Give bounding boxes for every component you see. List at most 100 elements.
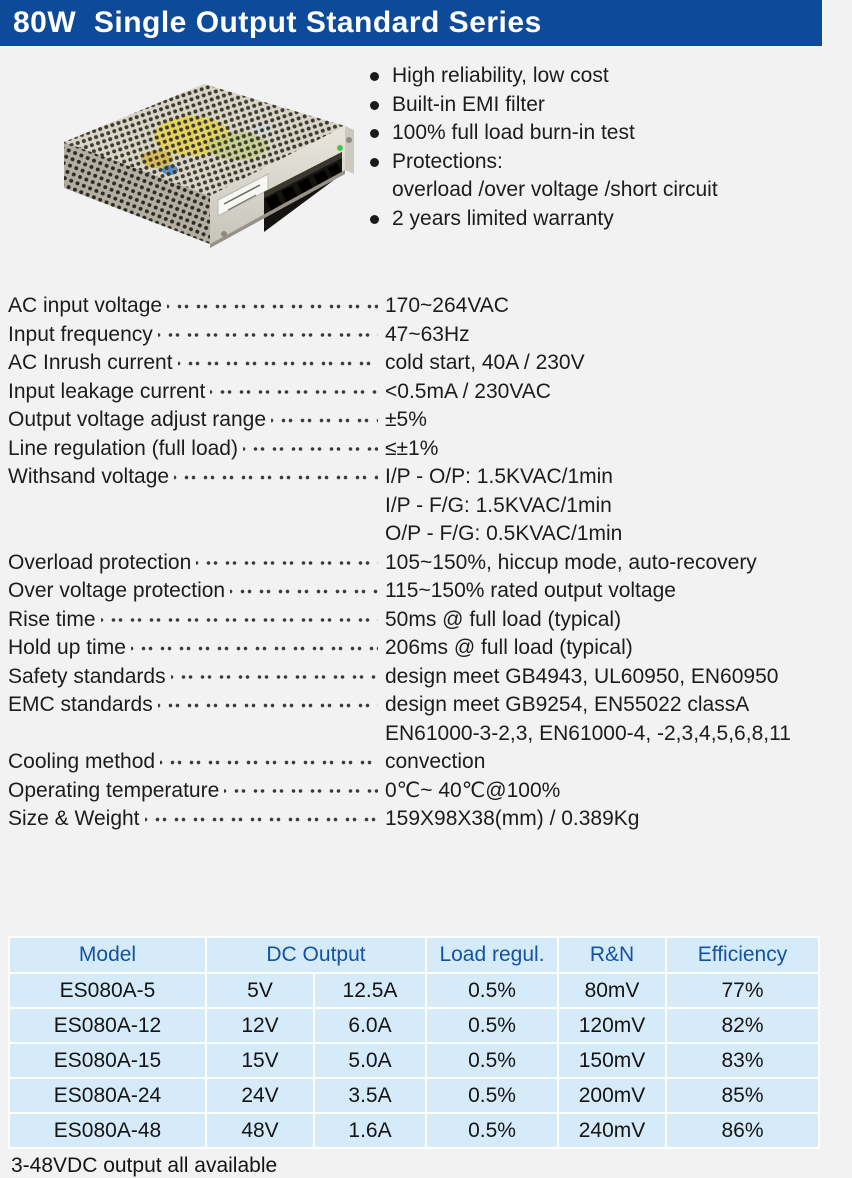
spec-value: convection	[385, 750, 486, 773]
spec-label: Withsand voltage	[8, 465, 170, 488]
product-photo	[52, 74, 357, 254]
spec-row: AC input voltage 170~264VAC	[8, 292, 844, 321]
bullet-icon	[368, 91, 392, 120]
spec-row: Withsand voltage I/P - O/P: 1.5KVAC/1min…	[8, 463, 844, 549]
spec-value: <0.5mA / 230VAC	[385, 379, 551, 403]
dotted-leader	[174, 463, 378, 492]
spec-value: 50ms @ full load (typical)	[385, 607, 622, 631]
spec-row: Over voltage protection 115~150% rated o…	[8, 577, 844, 606]
page-title: 80W Single Output Standard Series	[13, 6, 542, 39]
cell-efficiency: 86%	[665, 1112, 820, 1149]
cell-voltage: 15V	[205, 1042, 315, 1079]
cell-model: ES080A-15	[8, 1042, 207, 1079]
feature-text: Built-in EMI filter	[392, 92, 545, 116]
spec-row: Input frequency 47~63Hz	[8, 320, 844, 349]
cell-model: ES080A-24	[8, 1077, 207, 1114]
cell-load-regul: 0.5%	[425, 1042, 559, 1079]
dotted-leader	[167, 292, 378, 321]
feature-item: High reliability, low cost	[368, 62, 838, 91]
col-header-model: Model	[8, 936, 207, 974]
spec-label: Input frequency	[8, 322, 153, 346]
cell-efficiency: 85%	[665, 1077, 820, 1114]
spec-row: Input leakage current <0.5mA / 230VAC	[8, 377, 844, 406]
spec-label: Over voltage protection	[8, 579, 226, 602]
dotted-leader	[157, 691, 378, 720]
spec-label: Safety standards	[8, 664, 166, 688]
cell-voltage: 48V	[205, 1112, 315, 1149]
cell-rn: 150mV	[557, 1042, 667, 1079]
spec-label: Operating temperature	[8, 778, 220, 802]
feature-list: High reliability, low cost Built-in EMI …	[368, 62, 838, 233]
cell-rn: 240mV	[557, 1112, 667, 1149]
table-row: ES080A-48 48V 1.6A 0.5% 240mV 86%	[8, 1112, 820, 1149]
dotted-leader	[242, 434, 378, 463]
dotted-leader	[170, 662, 378, 691]
spec-row: AC Inrush current cold start, 40A / 230V	[8, 349, 844, 378]
spec-row: Operating temperature 0℃~ 40℃@100%	[8, 776, 844, 805]
spec-label: Overload protection	[8, 550, 192, 574]
cell-voltage: 12V	[205, 1007, 315, 1044]
page-header: 80W Single Output Standard Series	[0, 0, 822, 46]
bullet-icon	[368, 205, 392, 234]
cell-voltage: 5V	[205, 972, 315, 1009]
led-indicator-icon	[337, 145, 343, 151]
dotted-leader	[130, 634, 378, 663]
spec-row: Line regulation (full load) ≤±1%	[8, 434, 844, 463]
spec-row: Output voltage adjust range ±5%	[8, 406, 844, 435]
dotted-leader	[160, 748, 378, 777]
spec-label: Cooling method	[8, 750, 156, 773]
spec-row: Rise time 50ms @ full load (typical)	[8, 605, 844, 634]
table-header-row: Model DC Output Load regul. R&N Efficien…	[8, 936, 820, 974]
model-table-section: Model DC Output Load regul. R&N Efficien…	[8, 936, 820, 1178]
dotted-leader	[230, 577, 378, 606]
col-header-dc-output: DC Output	[205, 936, 427, 974]
dotted-leader	[177, 349, 378, 378]
cell-load-regul: 0.5%	[425, 1077, 559, 1114]
dotted-leader	[224, 776, 378, 805]
spec-label: Input leakage current	[8, 379, 206, 403]
spec-value: design meet GB9254, EN55022 classA	[385, 693, 750, 716]
feature-text: High reliability, low cost	[392, 64, 609, 87]
spec-value: EN61000-3-2,3, EN61000-4, -2,3,4,5,6,8,1…	[385, 721, 791, 745]
spec-label: AC input voltage	[8, 294, 163, 317]
bullet-icon	[368, 119, 392, 148]
cell-efficiency: 77%	[665, 972, 820, 1009]
cell-current: 12.5A	[313, 972, 427, 1009]
cell-model: ES080A-12	[8, 1007, 207, 1044]
dotted-leader	[157, 320, 378, 349]
cell-rn: 200mV	[557, 1077, 667, 1114]
feature-text: 100% full load burn-in test	[392, 121, 635, 144]
cell-load-regul: 0.5%	[425, 1007, 559, 1044]
spec-list: AC input voltage 170~264VAC Input freque…	[8, 292, 844, 834]
spec-value: 115~150% rated output voltage	[385, 579, 676, 602]
spec-value: O/P - F/G: 0.5KVAC/1min	[385, 522, 623, 545]
spec-value: cold start, 40A / 230V	[385, 351, 585, 374]
cell-current: 1.6A	[313, 1112, 427, 1149]
bullet-icon	[368, 148, 392, 177]
bullet-icon	[368, 62, 392, 91]
feature-subtext: overload /over voltage /short circuit	[392, 178, 718, 201]
dotted-leader	[196, 548, 378, 577]
spec-row: Overload protection 105~150%, hiccup mod…	[8, 548, 844, 577]
cell-voltage: 24V	[205, 1077, 315, 1114]
spec-label: Line regulation (full load)	[8, 436, 238, 460]
cell-current: 5.0A	[313, 1042, 427, 1079]
spec-value: 170~264VAC	[385, 294, 509, 317]
feature-text: 2 years limited warranty	[392, 206, 614, 230]
col-header-load-regul: Load regul.	[425, 936, 559, 974]
cell-model: ES080A-5	[8, 972, 207, 1009]
cell-rn: 80mV	[557, 972, 667, 1009]
feature-item: 2 years limited warranty	[368, 205, 838, 234]
dotted-leader	[210, 377, 378, 406]
feature-subitem: overload /over voltage /short circuit	[368, 176, 838, 205]
table-row: ES080A-12 12V 6.0A 0.5% 120mV 82%	[8, 1007, 820, 1044]
dotted-leader	[271, 406, 378, 435]
feature-item: Built-in EMI filter	[368, 91, 838, 120]
cell-load-regul: 0.5%	[425, 972, 559, 1009]
spec-row: Hold up time 206ms @ full load (typical)	[8, 634, 844, 663]
spec-label: Output voltage adjust range	[8, 408, 267, 431]
spec-label: EMC standards	[8, 693, 153, 716]
feature-text: Protections:	[392, 149, 503, 173]
cell-efficiency: 82%	[665, 1007, 820, 1044]
cell-current: 6.0A	[313, 1007, 427, 1044]
